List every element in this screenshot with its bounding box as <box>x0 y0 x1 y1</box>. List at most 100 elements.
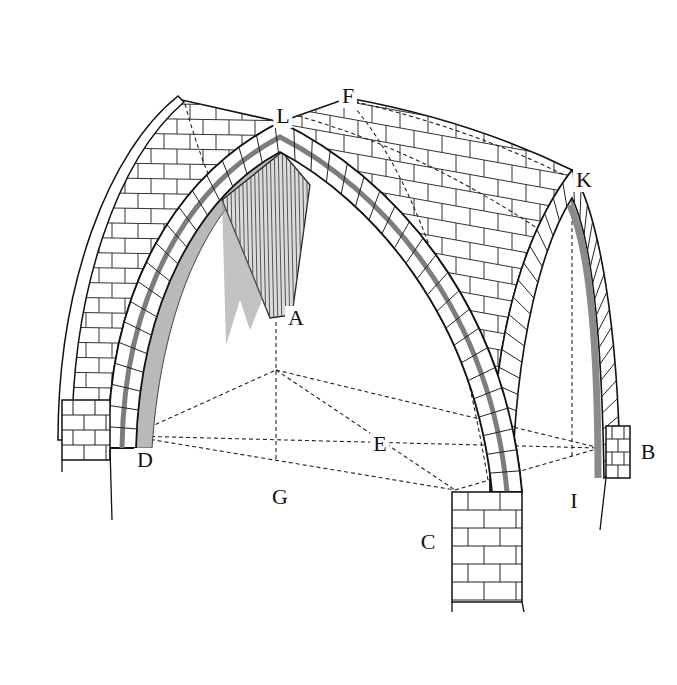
brick-joint <box>268 105 269 120</box>
brick-joint <box>86 343 87 358</box>
brick-joint <box>330 285 331 302</box>
brick-joint <box>73 237 74 252</box>
brick-joint <box>203 419 204 434</box>
brick-joint <box>638 341 639 358</box>
brick-joint <box>582 127 583 144</box>
brick-joint <box>274 71 275 88</box>
brick-joint <box>386 159 387 176</box>
voussoir-joint <box>509 314 527 330</box>
hatch-line <box>290 140 294 330</box>
voussoir-joint <box>446 309 470 328</box>
brick-joint <box>638 239 639 256</box>
brick-joint <box>512 267 513 284</box>
brick-joint <box>106 415 107 430</box>
brick-joint <box>177 359 178 374</box>
voussoir-joint <box>256 135 262 162</box>
brick-joint <box>582 263 583 280</box>
brick-joint <box>484 58 485 75</box>
brick-course <box>250 543 640 613</box>
brick-joint <box>203 119 204 134</box>
brick-joint <box>260 358 261 375</box>
brick-joint <box>274 411 275 428</box>
brick-joint <box>138 223 139 238</box>
brick-joint <box>288 329 289 346</box>
hatch-line <box>274 140 278 330</box>
brick-course <box>250 526 640 596</box>
drawing-part <box>512 198 604 492</box>
brick-course <box>250 322 640 392</box>
brick-joint <box>73 400 74 415</box>
brick-joint <box>372 378 373 395</box>
drawing-part <box>130 436 455 490</box>
brick-joint <box>540 170 541 187</box>
brick-joint <box>60 192 61 207</box>
brick-joint <box>112 343 113 358</box>
voussoir-joint <box>483 429 512 436</box>
brick-course <box>452 510 522 511</box>
voussoir-joint <box>468 368 495 381</box>
brick-joint <box>190 434 191 449</box>
brick-joint <box>229 420 230 435</box>
brick-joint <box>498 214 499 231</box>
brick-joint <box>73 207 74 222</box>
brick-joint <box>86 223 87 238</box>
point-label: K <box>573 168 595 192</box>
brick-joint <box>358 324 359 341</box>
voussoir-joint <box>595 274 604 299</box>
brick-joint <box>242 345 243 360</box>
brick-joint <box>624 117 625 134</box>
brick-joint <box>568 311 569 328</box>
brick-joint <box>498 350 499 367</box>
brick-joint <box>330 489 331 506</box>
brick-joint <box>442 373 443 390</box>
brick-joint <box>99 118 100 133</box>
brick-joint <box>302 348 303 365</box>
point-label: A <box>285 306 307 330</box>
brick-joint <box>255 330 256 345</box>
voussoir-joint <box>602 399 617 413</box>
drawing-part <box>276 370 600 448</box>
brick-joint <box>268 345 269 360</box>
brick-joint <box>344 475 345 492</box>
brick-joint <box>610 608 611 625</box>
brick-joint <box>442 577 443 594</box>
brick-course <box>250 356 640 426</box>
brick-joint <box>456 427 457 444</box>
brick-joint <box>86 313 87 328</box>
brick-joint <box>456 87 457 104</box>
brick-joint <box>428 558 429 575</box>
brick-course <box>452 546 522 547</box>
brick-joint <box>203 269 204 284</box>
brick-joint <box>638 273 639 290</box>
brick-joint <box>498 282 499 299</box>
brick-joint <box>400 43 401 60</box>
voussoir-joints <box>108 125 519 473</box>
brick-joint <box>400 145 401 162</box>
brick-joint <box>638 375 639 392</box>
brick-joint <box>582 603 583 620</box>
brick-joint <box>60 342 61 357</box>
brick-course <box>250 458 640 528</box>
brick-joint <box>428 184 429 201</box>
brick-joint <box>456 461 457 478</box>
brick-joint <box>330 455 331 472</box>
brick-joint <box>400 417 401 434</box>
brick-joint <box>498 78 499 95</box>
brick-joint <box>442 339 443 356</box>
brick-joint <box>568 209 569 226</box>
brick-course <box>250 373 640 443</box>
brick-joint <box>456 121 457 138</box>
hatch-line <box>278 140 282 330</box>
brick-course <box>250 441 640 511</box>
brick-joint <box>512 131 513 148</box>
brick-joint <box>260 426 261 443</box>
brick-joint <box>151 179 152 194</box>
drawing-part <box>275 322 276 462</box>
brick-course <box>250 390 640 460</box>
pier <box>606 426 630 478</box>
brick-joint <box>470 72 471 89</box>
brick-joint <box>582 365 583 382</box>
voussoir-joint <box>474 388 502 399</box>
brick-joint <box>216 375 217 390</box>
brick-joint <box>596 520 597 537</box>
